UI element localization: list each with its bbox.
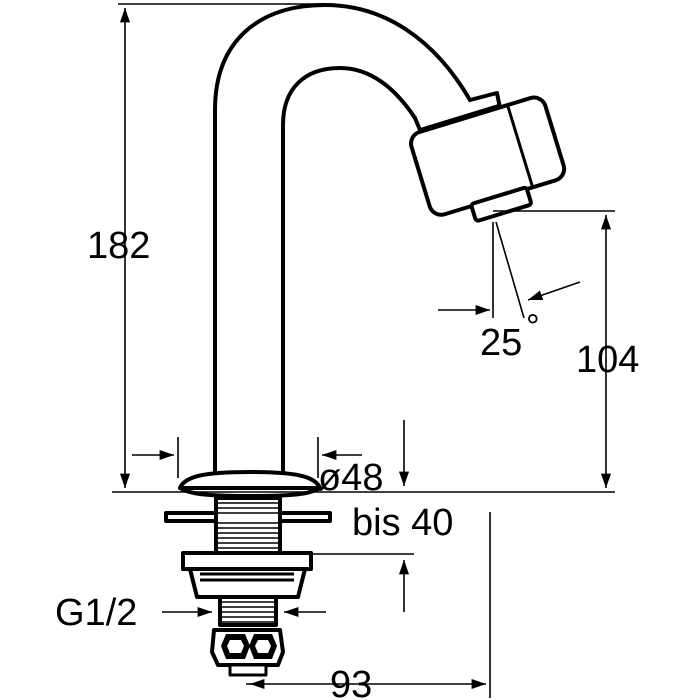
clamping-range-label: bis 40: [352, 502, 453, 544]
faucet-body: [164, 3, 567, 677]
threaded-shank-upper: [214, 496, 282, 555]
total-height-label: 182: [87, 225, 150, 267]
spout-angle-unit: °: [526, 308, 540, 346]
gooseneck-outer-line: [213, 3, 472, 480]
spout-height-label: 104: [576, 339, 639, 381]
dimension-lines: [112, 3, 615, 698]
bottom-hex-nut: [210, 628, 285, 677]
base-diameter-label: ø48: [318, 457, 383, 499]
thread-label: G1/2: [55, 592, 137, 634]
spout-aerator: [409, 95, 567, 223]
threaded-shank-lower: [218, 595, 278, 627]
reach-label: 93: [330, 664, 372, 700]
gooseneck-inner-line: [281, 66, 417, 480]
clamping-nut: [181, 551, 313, 599]
spout-angle-label: 25: [480, 322, 522, 364]
